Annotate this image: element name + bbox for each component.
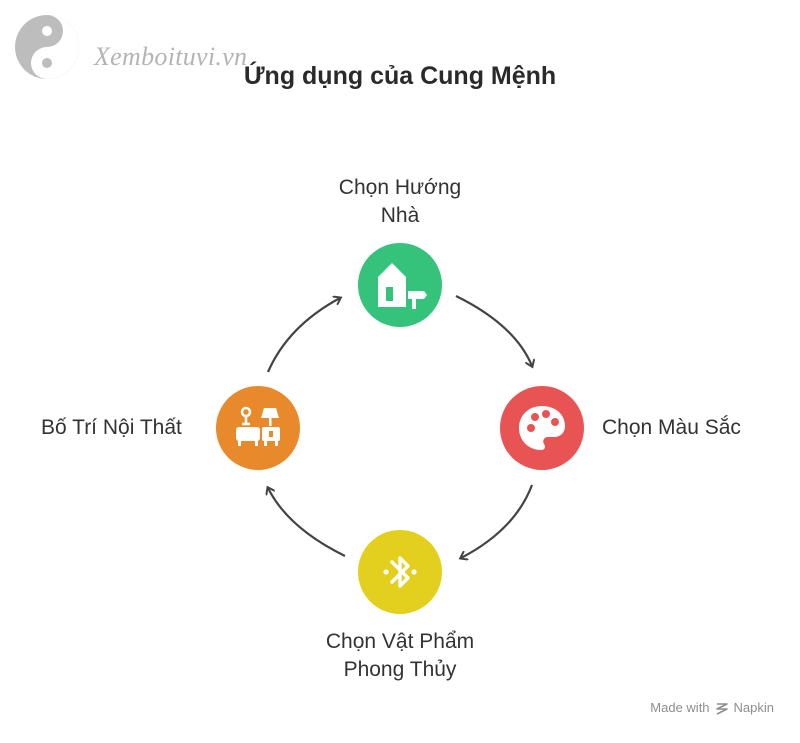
watermark-text: Xemboituvi.vn xyxy=(94,42,248,71)
furniture-icon xyxy=(236,406,280,446)
arrow-top-right xyxy=(455,295,532,366)
label-feng-shui-items: Chọn Vật Phẩm Phong Thủy xyxy=(325,630,475,681)
label-choose-color: Chọn Màu Sắc xyxy=(602,416,741,439)
arrow-right-bottom xyxy=(461,484,534,558)
napkin-brand-text: Napkin xyxy=(733,700,774,715)
arrow-bottom-left xyxy=(268,488,346,557)
node-feng-shui-items xyxy=(358,530,442,614)
node-house-direction xyxy=(358,243,442,327)
napkin-logo-icon xyxy=(715,702,728,715)
napkin-footer: Made with Napkin xyxy=(650,700,774,715)
yin-yang-icon xyxy=(15,15,79,79)
house-direction-icon xyxy=(378,263,427,309)
node-choose-color xyxy=(500,386,584,470)
watermark-logo: Xemboituvi.vn xyxy=(14,12,304,84)
label-interior-layout: Bố Trí Nội Thất xyxy=(41,416,182,439)
bluetooth-icon xyxy=(383,556,417,588)
label-house-direction: Chọn Hướng Nhà xyxy=(338,176,462,227)
diagram-title: Ứng dụng của Cung Mệnh xyxy=(243,62,557,90)
arrow-left-top xyxy=(266,298,340,373)
node-interior-layout xyxy=(216,386,300,470)
made-with-text: Made with xyxy=(650,700,710,715)
paint-palette-icon xyxy=(519,406,565,450)
